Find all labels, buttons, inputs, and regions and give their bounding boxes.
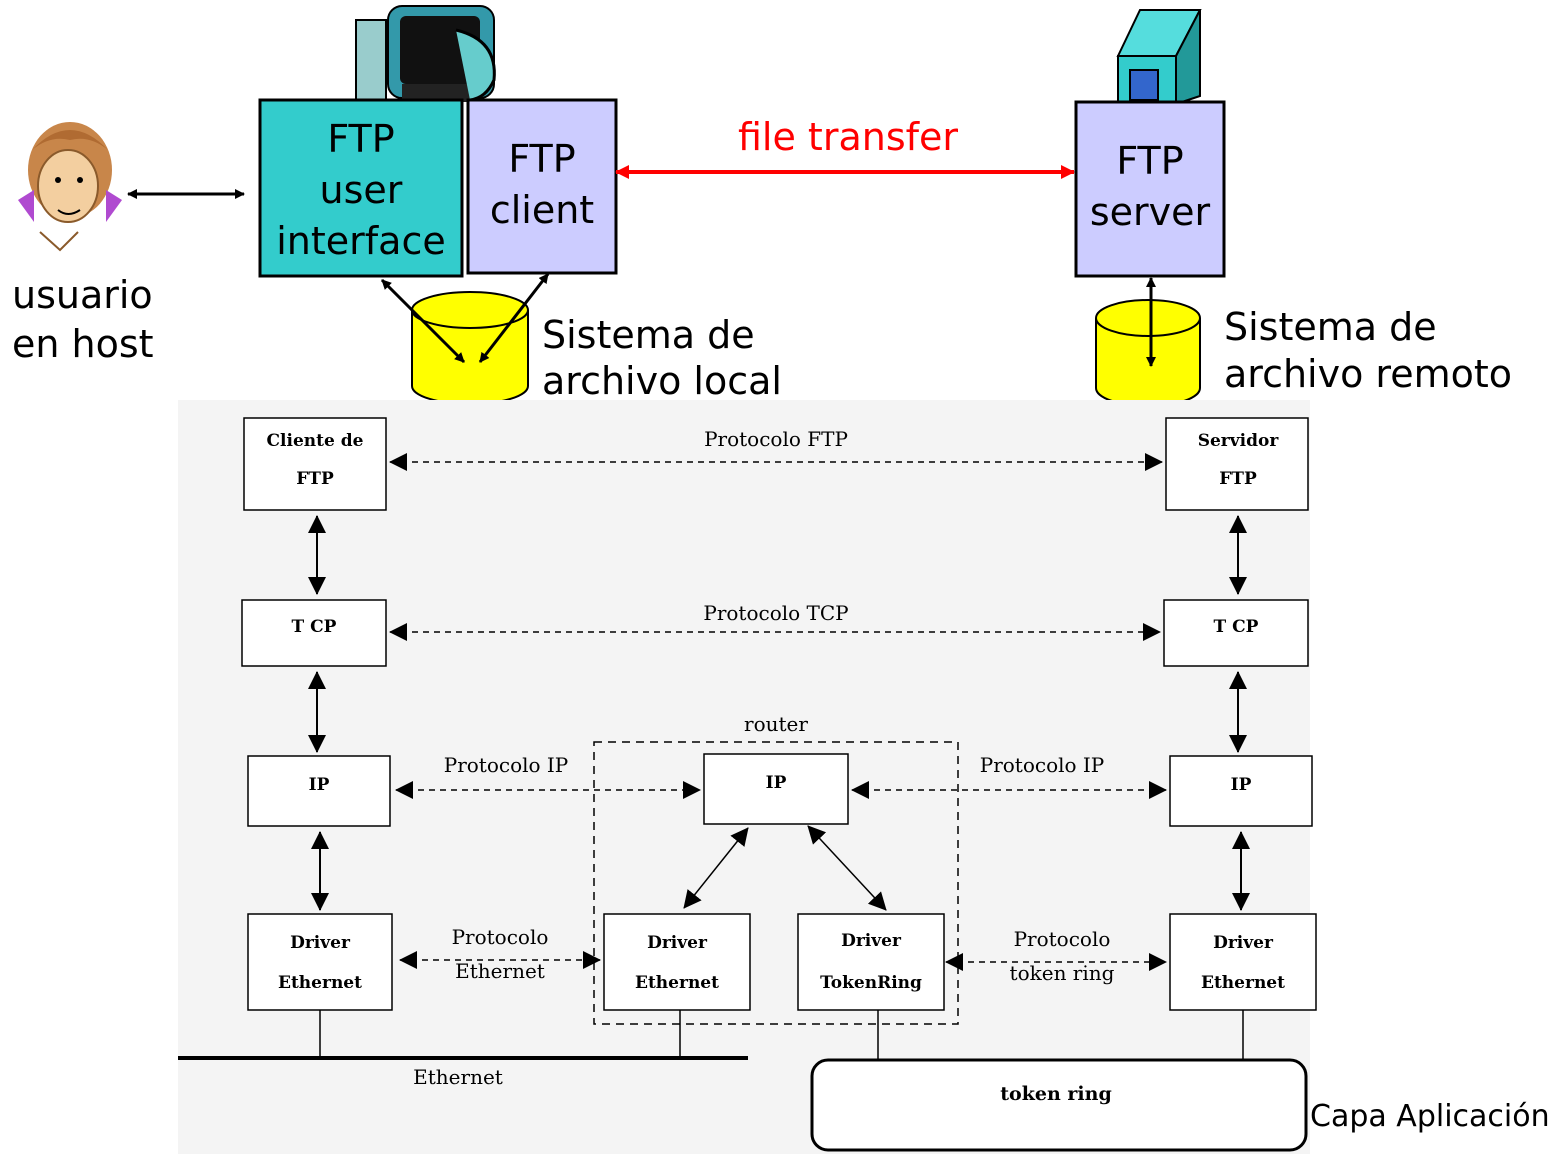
ui-local-fs-arrow	[380, 278, 466, 364]
tcp-client-label: T CP	[292, 617, 337, 637]
ui-box-line1: FTP	[327, 117, 394, 161]
driver-ethernet-server-box	[1169, 913, 1317, 1011]
ftp-client-stack-box	[243, 417, 387, 511]
proto-ftp-label: Protocolo FTP	[704, 427, 848, 451]
ftp-server-box	[1074, 100, 1226, 278]
local-fs-line2: archivo local	[542, 359, 782, 403]
tcp-server-label: T CP	[1214, 617, 1259, 637]
ip-client-box	[247, 755, 391, 827]
server-icon	[1116, 9, 1202, 106]
driver-token-line2: TokenRing	[820, 973, 922, 993]
remote-fs-line1: Sistema de	[1224, 305, 1437, 349]
ftp-client-line2: FTP	[296, 469, 334, 489]
proto-token-line1: Protocolo	[1014, 927, 1111, 951]
driver-ethernet-router-box	[603, 913, 751, 1011]
ip-router-label: IP	[766, 773, 787, 793]
ethernet-bus-label: Ethernet	[413, 1065, 503, 1089]
proto-token-line2: token ring	[1010, 961, 1115, 985]
ip-server-box	[1169, 755, 1313, 827]
user-label-line2: en host	[12, 322, 154, 366]
server-box-line1: FTP	[1116, 139, 1183, 183]
server-box-line2: server	[1090, 190, 1211, 234]
client-local-fs-arrow	[478, 273, 550, 363]
tcp-server-box	[1163, 599, 1309, 667]
footer-label: Capa Aplicación	[1310, 1099, 1550, 1134]
local-fs-line1: Sistema de	[542, 313, 755, 357]
ip-client-label: IP	[309, 775, 330, 795]
driver-eth-client-line2: Ethernet	[278, 973, 362, 993]
driver-token-line1: Driver	[841, 931, 902, 951]
driver-eth-router-line2: Ethernet	[635, 973, 719, 993]
driver-eth-server-line2: Ethernet	[1201, 973, 1285, 993]
driver-tokenring-router-box	[797, 913, 945, 1011]
ftp-server-stack-box	[1165, 417, 1309, 511]
ftp-server-line1: Servidor	[1198, 431, 1280, 451]
proto-ethernet-line1: Protocolo	[452, 925, 549, 949]
client-box-line2: client	[490, 188, 594, 232]
token-ring-box	[810, 1058, 1308, 1152]
user-icon	[18, 122, 122, 252]
token-ring-label: token ring	[1000, 1083, 1111, 1105]
router-label: router	[744, 712, 808, 736]
ip-server-label: IP	[1231, 775, 1252, 795]
ftp-client-box	[466, 98, 618, 275]
router-ip-token-arrow	[807, 825, 887, 911]
file-transfer-label: file transfer	[738, 115, 958, 159]
remote-fs-line2: archivo remoto	[1224, 352, 1512, 396]
proto-ethernet-line2: Ethernet	[455, 959, 545, 983]
proto-ip-right-label: Protocolo IP	[980, 753, 1105, 777]
remote-filesystem-icon	[1095, 299, 1201, 407]
driver-eth-router-line1: Driver	[647, 933, 708, 953]
router-ip-eth-arrow	[683, 827, 749, 909]
ip-router-box	[703, 753, 849, 825]
ui-box-line2: user	[320, 168, 403, 212]
ftp-client-line1: Cliente de	[267, 431, 364, 451]
ftp-server-line2: FTP	[1219, 469, 1257, 489]
proto-tcp-label: Protocolo TCP	[703, 601, 848, 625]
driver-ethernet-client-box	[247, 913, 393, 1011]
client-box-line1: FTP	[508, 137, 575, 181]
router-boundary	[593, 741, 959, 1025]
computer-icon	[355, 5, 496, 111]
driver-eth-server-line1: Driver	[1213, 933, 1274, 953]
ui-box-line3: interface	[276, 219, 445, 263]
tcp-client-box	[241, 599, 387, 667]
proto-ip-left-label: Protocolo IP	[444, 753, 569, 777]
user-label-line1: usuario	[12, 273, 153, 317]
driver-eth-client-line1: Driver	[290, 933, 351, 953]
ftp-user-interface-box	[258, 98, 464, 278]
local-filesystem-icon	[411, 291, 529, 405]
